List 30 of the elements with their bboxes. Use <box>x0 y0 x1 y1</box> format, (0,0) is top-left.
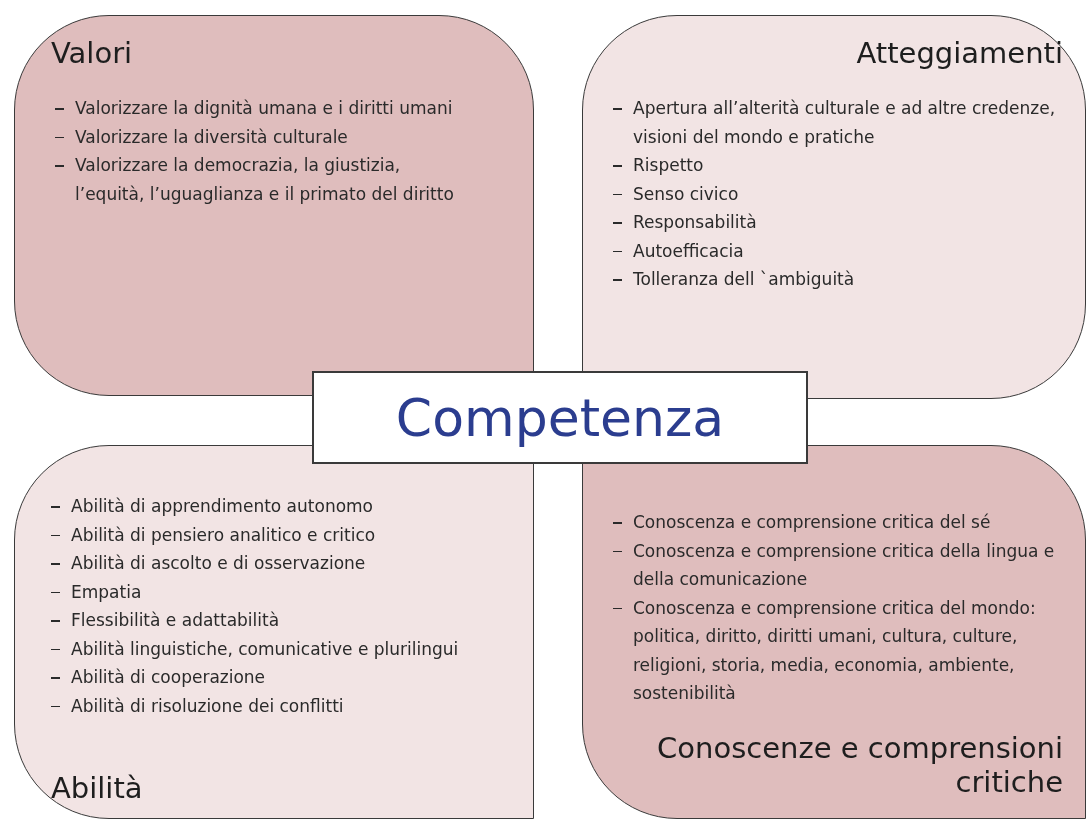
list-item: Valorizzare la democrazia, la giustizia, l’equità, l’uguaglianza e il primato del diritto <box>53 151 473 208</box>
section-heading: Abilità <box>51 771 143 805</box>
petal-shape <box>582 445 1086 819</box>
title-box <box>312 371 808 464</box>
list-item: Abilità linguistiche, comunicative e plurilingui <box>49 634 489 663</box>
list-item: Valorizzare la dignità umana e i diritti umani <box>53 94 473 123</box>
list-item: Rispetto <box>611 151 1061 180</box>
list-item: Valorizzare la diversità culturale <box>53 122 473 151</box>
list-item: Senso civico <box>611 179 1061 208</box>
list-item: Autoefficacia <box>611 236 1061 265</box>
petal-shape <box>582 15 1086 399</box>
center-label: Competenza <box>395 387 725 448</box>
petal-shape <box>14 15 534 396</box>
list-item: Conoscenza e comprensione critica del mondo: politica, diritto, diritti umani, cultura, culture, religioni, storia, media, economia, ambiente, sostenibilità <box>611 593 1061 708</box>
list-item: Abilità di ascolto e di osservazione <box>49 549 489 578</box>
list-item: Empatia <box>49 577 489 606</box>
list-item: Abilità di apprendimento autonomo <box>49 492 489 521</box>
section-heading: Atteggiamenti <box>856 36 1063 70</box>
list-item: Responsabilità <box>611 208 1061 237</box>
list-item: Abilità di cooperazione <box>49 663 489 692</box>
section-heading: Conoscenze e comprensioni critiche <box>656 731 1063 799</box>
list-item: Flessibilità e adattabilità <box>49 606 489 635</box>
list-item: Conoscenza e comprensione critica della lingua e della comunicazione <box>611 536 1061 594</box>
petal-shape <box>14 445 534 819</box>
list-item: Abilità di risoluzione dei conflitti <box>49 691 489 720</box>
list-item: Apertura all’alterità culturale e ad altre credenze, visioni del mondo e pratiche <box>611 94 1061 151</box>
list-item: Conoscenza e comprensione critica del sé <box>611 508 1061 537</box>
list-item: Tolleranza dell `ambiguità <box>611 265 1061 294</box>
list-item: Abilità di pensiero analitico e critico <box>49 520 489 549</box>
section-heading: Valori <box>51 36 133 70</box>
